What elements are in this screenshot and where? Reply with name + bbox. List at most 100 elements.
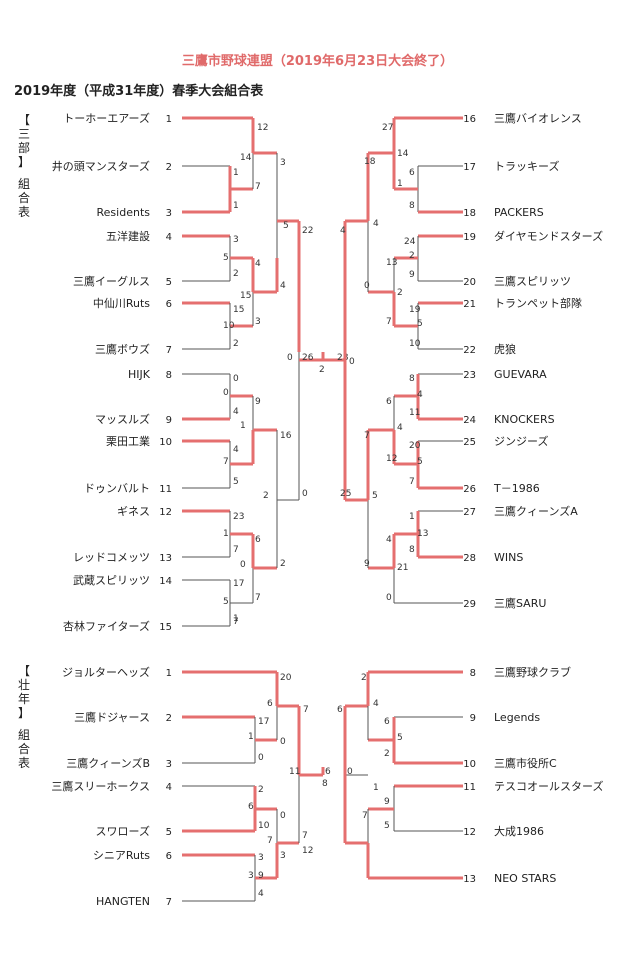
score-label: 4 <box>373 699 379 709</box>
score-label: 20 <box>280 673 292 683</box>
team-name: 三鷹ボウズ <box>95 342 150 356</box>
score-label: 8 <box>409 545 415 555</box>
team-name: Legends <box>494 711 540 724</box>
team-name: レッドコメッツ <box>73 551 150 564</box>
team-seed: 2 <box>166 713 172 724</box>
score-label: 2 <box>280 559 286 569</box>
score-label: 1 <box>409 512 415 522</box>
score-label: 2 <box>263 491 269 501</box>
team-name: テスコオールスターズ <box>494 779 603 793</box>
score-label: 9 <box>364 559 370 569</box>
team-seed: 23 <box>463 370 476 381</box>
score-label: 5 <box>417 457 423 467</box>
score-label: 6 <box>384 717 390 727</box>
score-label: 9 <box>258 871 264 881</box>
team-seed: 12 <box>159 507 172 518</box>
score-label: 4 <box>258 889 264 899</box>
team-name: トラッキーズ <box>494 159 559 173</box>
team-name: 三鷹スリーホークス <box>51 779 150 793</box>
score-label: 3 <box>248 871 254 881</box>
score-label: 7 <box>255 593 261 603</box>
score-label: 18 <box>364 157 376 167</box>
team-seed: 8 <box>166 370 172 381</box>
team-seed: 4 <box>166 232 172 243</box>
team-seed: 1 <box>166 114 172 125</box>
team-name: T－1986 <box>493 482 540 495</box>
score-label: 7 <box>233 617 239 627</box>
score-label: 7 <box>267 836 273 846</box>
score-label: 4 <box>417 390 423 400</box>
team-seed: 9 <box>166 415 172 426</box>
score-label: 9 <box>255 397 261 407</box>
team-name: Residents <box>97 206 151 219</box>
team-seed: 10 <box>159 437 172 448</box>
team-name: 大成1986 <box>494 824 544 838</box>
score-label: 0 <box>223 388 229 398</box>
score-label: 6 <box>255 535 261 545</box>
score-label: 5 <box>384 821 390 831</box>
team-seed: 2 <box>166 162 172 173</box>
score-label: 6 <box>267 699 273 709</box>
score-label: 5 <box>223 597 229 607</box>
score-label: 3 <box>280 158 286 168</box>
team-seed: 4 <box>166 782 172 793</box>
score-label: 0 <box>240 560 246 570</box>
score-label: 24 <box>404 237 416 247</box>
score-label: 5 <box>233 477 239 487</box>
score-label: 20 <box>409 441 421 451</box>
score-label: 7 <box>386 317 392 327</box>
score-label: 0 <box>280 737 286 747</box>
score-label: 5 <box>223 253 229 263</box>
score-label: 9 <box>409 270 415 280</box>
score-label: 0 <box>280 811 286 821</box>
team-name: トランペット部隊 <box>494 296 582 310</box>
team-seed: 15 <box>159 622 172 633</box>
score-label: 8 <box>409 374 415 384</box>
team-name: 三鷹市役所C <box>494 756 557 770</box>
team-seed: 16 <box>463 114 476 125</box>
team-seed: 8 <box>470 668 476 679</box>
score-label: 2 <box>233 339 239 349</box>
team-seed: 21 <box>463 299 476 310</box>
score-label: 2 <box>233 269 239 279</box>
score-label: 9 <box>384 797 390 807</box>
score-label: 8 <box>409 201 415 211</box>
score-label: 3 <box>280 851 286 861</box>
score-label: 15 <box>240 291 251 301</box>
team-name: 三鷹SARU <box>494 596 546 610</box>
score-label: 10 <box>223 321 235 331</box>
team-seed: 3 <box>166 208 172 219</box>
page-title: 三鷹市野球連盟（2019年6月23日大会終了） <box>181 54 454 69</box>
score-label: 4 <box>340 226 346 236</box>
team-seed: 27 <box>463 507 476 518</box>
score-label: 7 <box>409 477 415 487</box>
team-name: ドゥンバルト <box>84 482 150 495</box>
team-seed: 25 <box>463 437 476 448</box>
team-seed: 26 <box>463 484 476 495</box>
team-seed: 5 <box>166 277 172 288</box>
score-label: 14 <box>240 153 252 163</box>
team-seed: 11 <box>463 782 476 793</box>
score-label: 2 <box>409 251 415 261</box>
team-seed: 18 <box>463 208 476 219</box>
score-label: 27 <box>382 123 393 133</box>
score-label: 10 <box>258 821 270 831</box>
team-seed: 11 <box>159 484 172 495</box>
team-seed: 5 <box>166 827 172 838</box>
team-name: 三鷹クィーンズA <box>494 504 578 518</box>
team-name: WINS <box>494 551 523 564</box>
team-seed: 6 <box>166 851 172 862</box>
score-label: 0 <box>349 357 355 367</box>
section-label-senior: 【 壮 年 】 組 合 表 <box>17 664 30 770</box>
score-label: 4 <box>397 423 403 433</box>
team-name: HANGTEN <box>96 895 150 908</box>
team-seed: 14 <box>159 576 172 587</box>
score-label: 14 <box>397 149 409 159</box>
team-name: 三鷹野球クラブ <box>494 665 571 679</box>
score-label: 1 <box>240 421 246 431</box>
team-seed: 13 <box>463 874 476 885</box>
score-label: 17 <box>233 579 244 589</box>
team-name: 三鷹ドジャース <box>74 710 150 724</box>
score-label: 7 <box>223 457 229 467</box>
